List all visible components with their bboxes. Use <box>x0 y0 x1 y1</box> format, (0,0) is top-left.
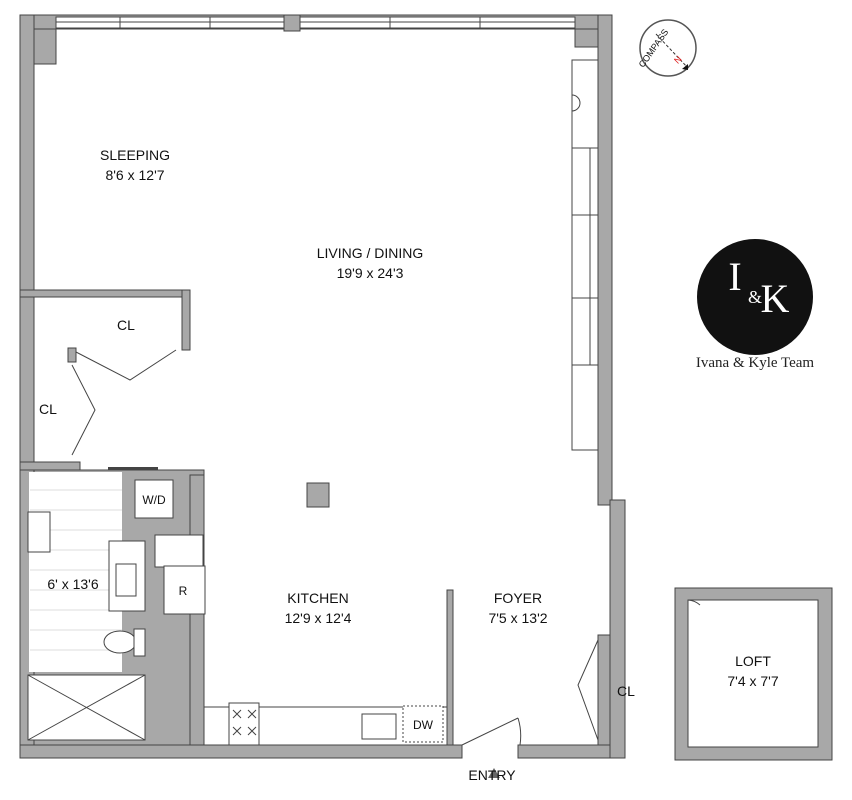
entry-arrow-icon <box>488 768 500 778</box>
washer-dryer-label: W/D <box>142 493 166 507</box>
loft <box>674 587 833 761</box>
sleeping-size: 8'6 x 12'7 <box>105 167 164 183</box>
foyer-size: 7'5 x 13'2 <box>488 610 547 626</box>
living-name: LIVING / DINING <box>317 245 424 261</box>
built-in-shelving <box>571 59 599 451</box>
loft-name: LOFT <box>735 653 771 669</box>
kitchen-fixtures: R DW <box>154 474 454 746</box>
compass-north: N <box>672 54 684 66</box>
logo-ampersand: & <box>748 287 762 307</box>
kitchen-size: 12'9 x 12'4 <box>285 610 352 626</box>
closet-left-label: CL <box>39 401 57 417</box>
logo-initial-k: K <box>761 276 790 321</box>
kitchen-name: KITCHEN <box>287 590 348 606</box>
refrigerator-label: R <box>179 584 188 598</box>
loft-size: 7'4 x 7'7 <box>727 673 778 689</box>
windows <box>55 14 576 32</box>
sleeping-name: SLEEPING <box>100 147 170 163</box>
closet-walls <box>19 289 191 471</box>
compass-icon: COMPASS N <box>637 19 697 77</box>
closet-foyer-label: CL <box>617 683 635 699</box>
dishwasher-label: DW <box>413 718 434 732</box>
team-logo: I & K <box>697 239 813 355</box>
living-size: 19'9 x 24'3 <box>337 265 404 281</box>
entry-label: ENTRY <box>468 767 516 783</box>
closet-top-label: CL <box>117 317 135 333</box>
logo-initial-i: I <box>728 254 741 299</box>
foyer-name: FOYER <box>494 590 542 606</box>
foyer-closet <box>461 634 611 778</box>
team-name: Ivana & Kyle Team <box>696 355 815 371</box>
bath-size: 6' x 13'6 <box>47 576 98 592</box>
